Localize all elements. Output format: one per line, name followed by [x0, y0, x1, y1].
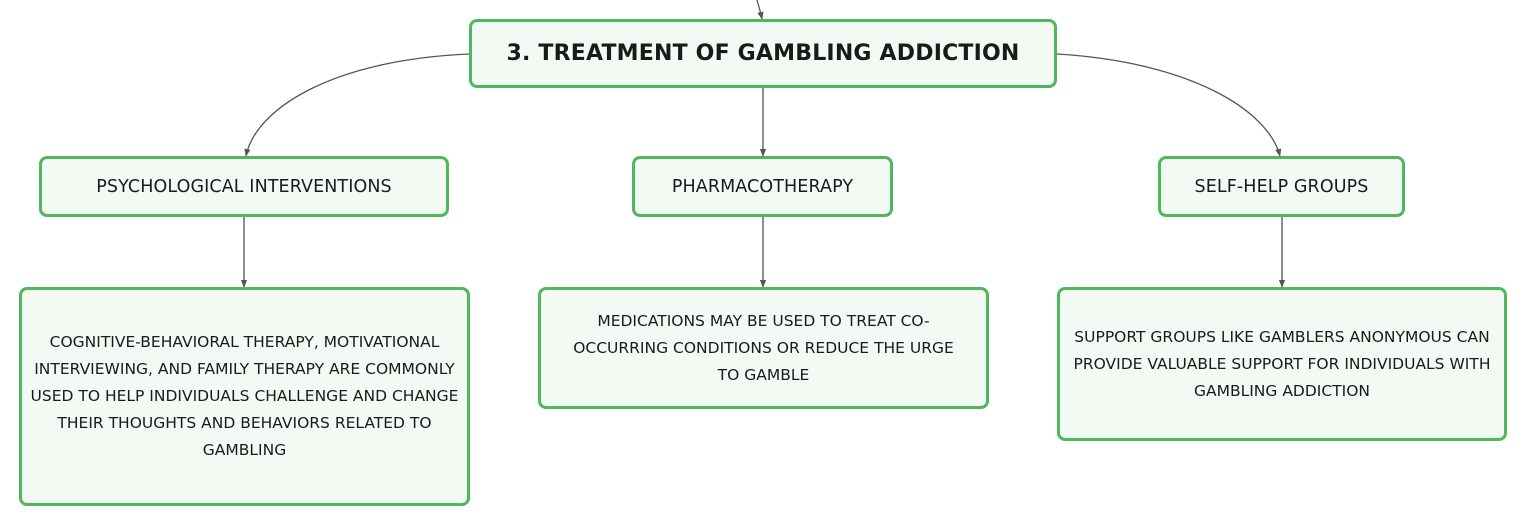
- detail-node-pharmacotherapy[interactable]: MEDICATIONS MAY BE USED TO TREAT CO-OCCU…: [538, 287, 989, 409]
- branch-node-label: PHARMACOTHERAPY: [671, 176, 854, 197]
- connector-root-to-psych: [244, 53, 470, 157]
- root-node[interactable]: 3. TREATMENT OF GAMBLING ADDICTION: [469, 19, 1057, 88]
- detail-node-psychological-interventions[interactable]: COGNITIVE-BEHAVIORAL THERAPY, MOTIVATION…: [19, 287, 470, 506]
- branch-node-psychological-interventions[interactable]: PSYCHOLOGICAL INTERVENTIONS: [39, 156, 449, 217]
- branch-node-self-help-groups[interactable]: SELF-HELP GROUPS: [1158, 156, 1405, 217]
- detail-node-text: SUPPORT GROUPS LIKE GAMBLERS ANONYMOUS C…: [1073, 327, 1491, 400]
- branch-node-label: PSYCHOLOGICAL INTERVENTIONS: [96, 176, 392, 197]
- branch-node-pharmacotherapy[interactable]: PHARMACOTHERAPY: [632, 156, 893, 217]
- detail-node-text: MEDICATIONS MAY BE USED TO TREAT CO-OCCU…: [573, 311, 954, 384]
- root-node-label: 3. TREATMENT OF GAMBLING ADDICTION: [506, 41, 1020, 66]
- incoming-connector: [756, 0, 764, 20]
- branch-node-label: SELF-HELP GROUPS: [1194, 176, 1369, 197]
- connector-root-to-selfhelp: [1056, 53, 1282, 157]
- detail-node-text: COGNITIVE-BEHAVIORAL THERAPY, MOTIVATION…: [30, 333, 459, 459]
- detail-node-self-help-groups[interactable]: SUPPORT GROUPS LIKE GAMBLERS ANONYMOUS C…: [1057, 287, 1507, 441]
